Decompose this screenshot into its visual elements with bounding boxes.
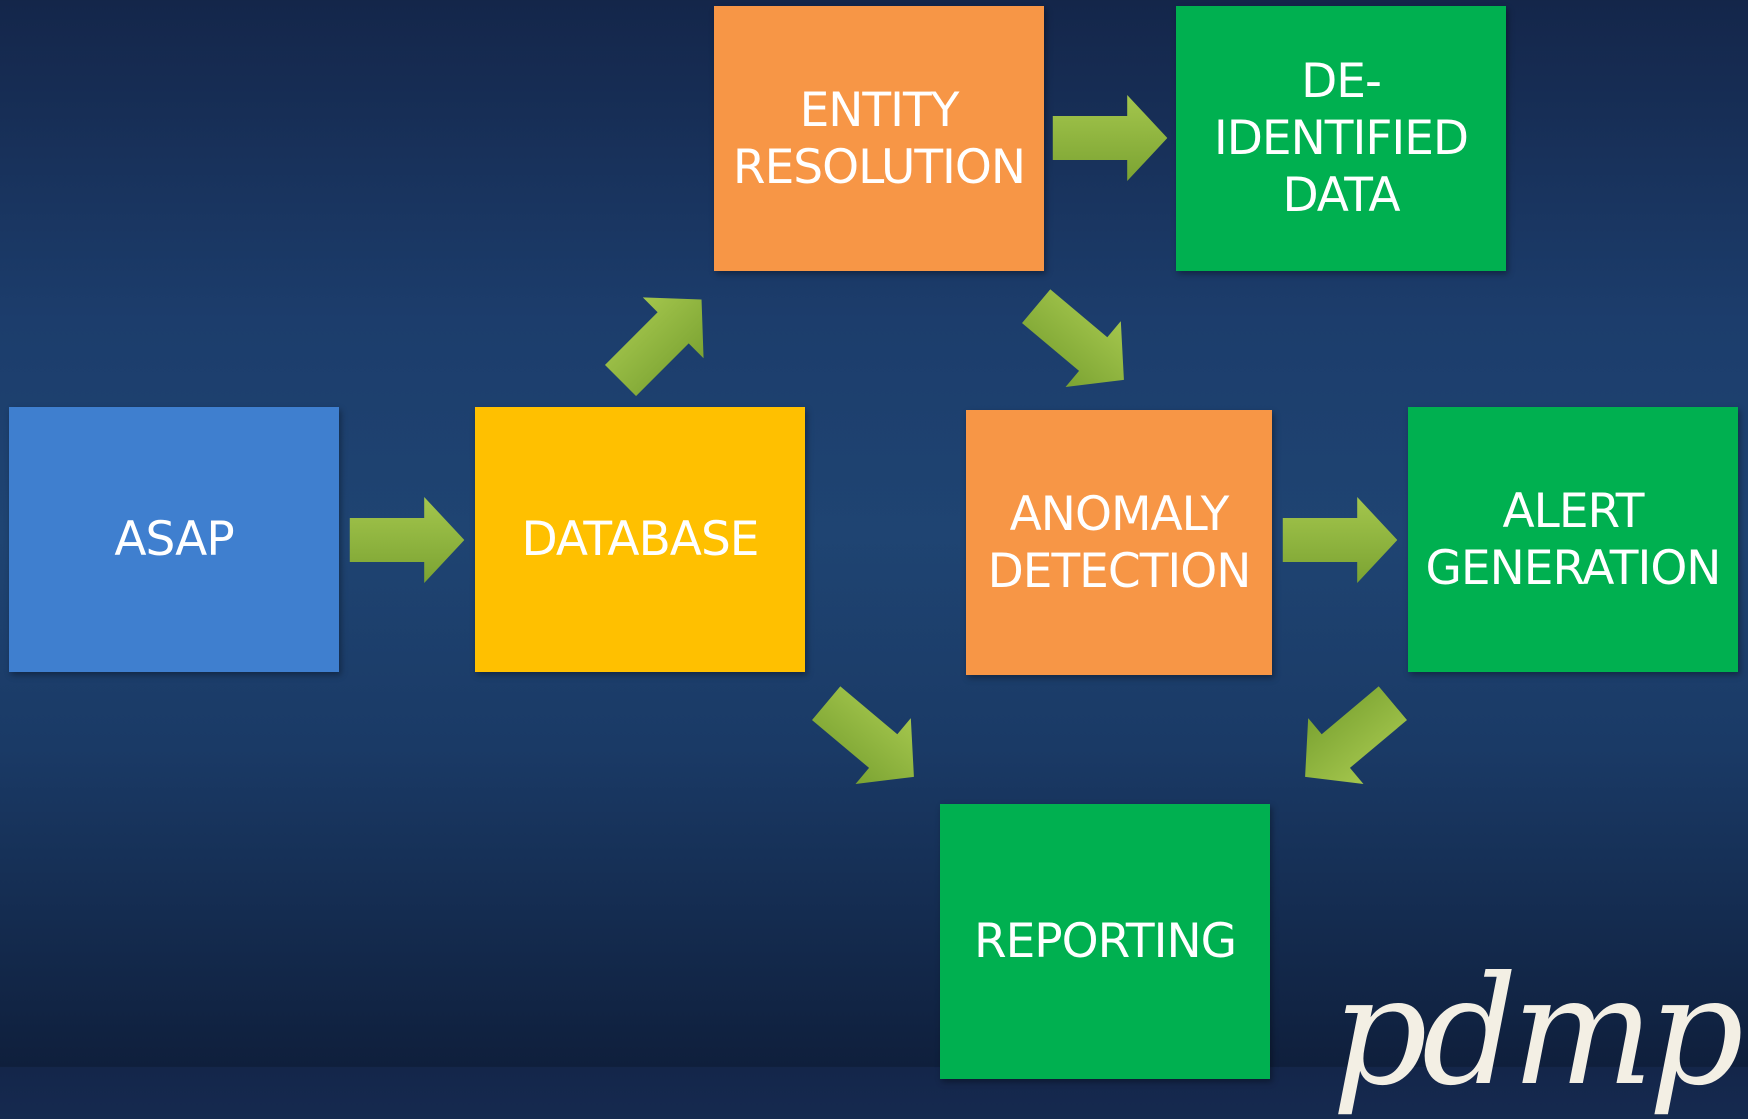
arrow-database-to-reporting (797, 669, 943, 811)
database-label: DATABASE (521, 512, 759, 567)
reporting-label: REPORTING (973, 914, 1237, 969)
arrow-alert-to-reporting (1276, 669, 1422, 811)
asap-label: ASAP (114, 512, 234, 567)
database-box: DATABASE (475, 407, 805, 672)
arrow-entity-to-deidentified (1051, 95, 1169, 181)
alert-generation-box: ALERT GENERATION (1408, 407, 1738, 672)
arrow-anomaly-to-alert (1281, 497, 1399, 583)
arrow-entity-to-anomaly (1007, 272, 1153, 414)
alert-generation-label: ALERT GENERATION (1425, 483, 1722, 596)
arrow-database-to-entity (589, 268, 733, 412)
entity-resolution-label: ENTITY RESOLUTION (732, 82, 1026, 195)
entity-resolution-box: ENTITY RESOLUTION (714, 6, 1044, 271)
pdmp-logo: pdmp (1331, 945, 1744, 1119)
anomaly-detection-box: ANOMALY DETECTION (966, 410, 1272, 675)
deidentified-data-box: DE- IDENTIFIED DATA (1176, 6, 1506, 271)
deidentified-data-label: DE- IDENTIFIED DATA (1213, 54, 1469, 223)
anomaly-detection-label: ANOMALY DETECTION (987, 486, 1252, 599)
reporting-box: REPORTING (940, 804, 1270, 1079)
asap-box: ASAP (9, 407, 339, 672)
arrow-asap-to-database (348, 497, 466, 583)
